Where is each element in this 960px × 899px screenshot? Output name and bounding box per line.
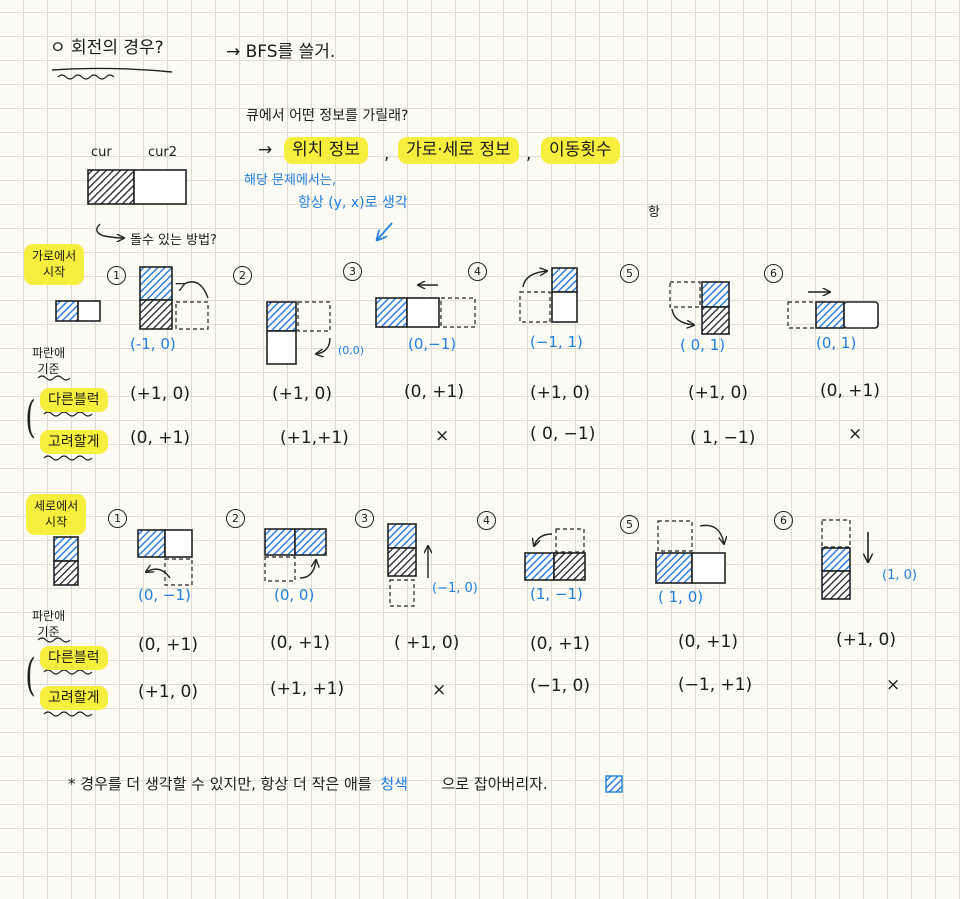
ways-question: 돌수 있는 방법? [130, 233, 217, 248]
v-move-value: (0, 0) [274, 586, 315, 604]
v-move-value: (1, −1) [530, 585, 583, 603]
queue-separator: , [384, 144, 390, 164]
v-case-number: 5 [620, 515, 639, 534]
h-case-number: 1 [107, 266, 126, 285]
h-move-value: (0, 1) [816, 334, 857, 352]
h-consider-value: × [848, 424, 863, 444]
vertical-bracket: ( [25, 650, 36, 701]
vertical-start-line1: 세로에서 [34, 499, 79, 513]
h-consider-value: × [435, 426, 450, 446]
h-other-value: (0, +1) [404, 382, 464, 402]
h-move-value: (0,0) [338, 344, 365, 357]
h-move-value: ( 0, 1) [680, 336, 726, 354]
cur-label: cur [91, 145, 112, 160]
v-case-number: 1 [108, 509, 127, 528]
horizontal-base-label: 파란애 기준 [32, 346, 65, 377]
stray-char: 항 [648, 205, 660, 220]
bfs-note: → BFS를 쓸거. [226, 42, 336, 62]
footer-note-after: 으로 잡아버리자. [441, 775, 548, 793]
v-case-number: 3 [355, 509, 374, 528]
horizontal-bracket: ( [25, 392, 36, 443]
horizontal-start-label: 가로에서 시작 [24, 244, 85, 286]
v-move-value: (−1, 0) [432, 581, 478, 596]
v-consider-value: × [886, 675, 901, 695]
cur2-label: cur2 [148, 145, 178, 160]
queue-item-move-count: 이동횟수 [541, 137, 620, 164]
h-move-value: (−1, 1) [530, 333, 583, 351]
h-other-value: (+1, 0) [688, 383, 748, 403]
h-other-value: (+1, 0) [530, 383, 590, 403]
v-consider-value: × [432, 680, 447, 700]
v-other-value: (0, +1) [530, 634, 590, 654]
footer-note-before: * 경우를 더 생각할 수 있지만, 항상 더 작은 애를 [68, 775, 372, 793]
h-case-number: 6 [764, 264, 783, 283]
v-consider-value: (+1, 0) [138, 682, 198, 702]
v-consider-value: (+1, +1) [270, 679, 345, 699]
vertical-base-label: 파란애 기준 [32, 609, 65, 640]
robot-cur2-block [133, 169, 187, 205]
v-other-value: (0, +1) [138, 635, 198, 655]
horizontal-start-line2: 시작 [43, 264, 66, 279]
v-other-value: (+1, 0) [836, 630, 896, 650]
horizontal-base-line2: 기준 [37, 361, 60, 376]
queue-arrow: → [258, 140, 273, 160]
v-other-value: ( +1, 0) [394, 633, 460, 653]
v-move-value: (1, 0) [882, 568, 917, 583]
vertical-start-line2: 시작 [45, 514, 68, 529]
h-consider-value: ( 1, −1) [690, 428, 756, 448]
queue-question: 큐에서 어떤 정보를 가릴래? [246, 108, 409, 124]
horizontal-consider-label: 고려할게 [40, 430, 108, 454]
h-consider-value: (+1,+1) [280, 428, 349, 448]
h-consider-value: ( 0, −1) [530, 424, 596, 444]
v-case-number: 4 [477, 511, 496, 530]
page-title: ㅇ 회전의 경우? [50, 38, 164, 58]
v-other-value: (0, +1) [270, 633, 330, 653]
queue-item-position: 위치 정보 [284, 137, 368, 164]
vertical-base-line1: 파란애 [32, 609, 66, 623]
h-move-value: (-1, 0) [130, 335, 176, 353]
horizontal-start-line1: 가로에서 [32, 249, 77, 263]
robot-cur-block [87, 169, 135, 205]
footer-note: * 경우를 더 생각할 수 있지만, 항상 더 작은 애를 청색 으로 잡아버리… [68, 777, 548, 792]
h-other-value: (+1, 0) [272, 384, 332, 404]
title-underline [51, 67, 173, 73]
queue-item-orientation: 가로·세로 정보 [398, 137, 519, 164]
horizontal-other-block-label: 다른블럭 [40, 388, 108, 412]
vertical-base-line2: 기준 [37, 624, 60, 639]
h-consider-value: (0, +1) [130, 428, 190, 448]
queue-separator: , [526, 144, 532, 164]
v-other-value: (0, +1) [678, 632, 738, 652]
v-move-value: ( 1, 0) [658, 588, 704, 606]
vertical-consider-label: 고려할게 [40, 686, 108, 710]
v-case-number: 2 [226, 509, 245, 528]
h-case-number: 2 [233, 266, 252, 285]
vertical-start-label: 세로에서 시작 [26, 494, 87, 536]
v-move-value: (0, −1) [138, 586, 191, 604]
v-case-number: 6 [774, 511, 793, 530]
h-move-value: (0,−1) [408, 335, 457, 353]
h-case-number: 5 [620, 264, 639, 283]
problem-note-1: 해당 문제에서는, [244, 173, 336, 188]
h-case-number: 4 [468, 262, 487, 281]
h-other-value: (+1, 0) [130, 384, 190, 404]
horizontal-base-line1: 파란애 [32, 346, 66, 360]
problem-note-2: 항상 (y, x)로 생각 [298, 195, 408, 211]
vertical-other-block-label: 다른블럭 [40, 646, 108, 670]
v-consider-value: (−1, 0) [530, 676, 590, 696]
footer-note-blue-word: 청색 [380, 775, 408, 793]
h-case-number: 3 [343, 262, 362, 281]
v-consider-value: (−1, +1) [678, 675, 753, 695]
footer-blue-block-icon [605, 775, 623, 793]
h-other-value: (0, +1) [820, 381, 880, 401]
